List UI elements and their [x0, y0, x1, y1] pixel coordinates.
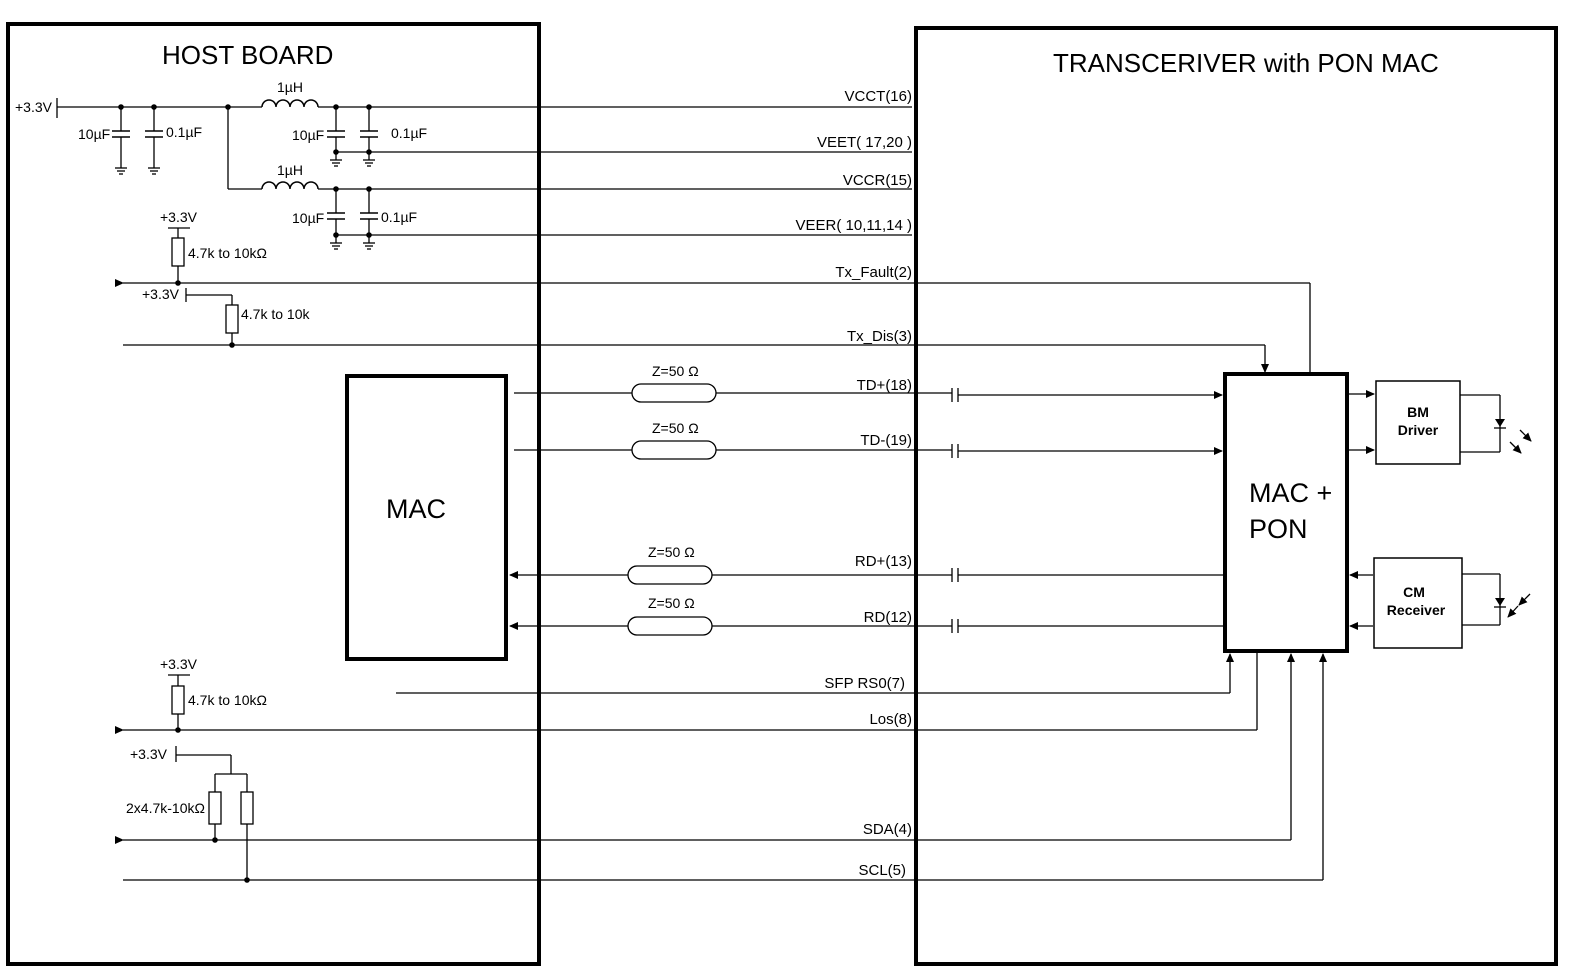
inductor-icon	[261, 99, 319, 108]
supply-rail-label: +3.3V	[15, 99, 53, 115]
cm-receiver-label-line2: Receiver	[1387, 602, 1446, 618]
signal-rs0: SFP RS0(7)	[824, 675, 905, 692]
inductor-icon	[261, 181, 319, 190]
bm-driver-block	[1375, 380, 1461, 465]
mac-label: MAC	[386, 494, 446, 524]
signal-veet: VEET( 17,20 )	[817, 134, 912, 151]
power-filter-network	[56, 98, 912, 250]
photodiode-icon	[1494, 593, 1531, 618]
signal-rd-plus: RD+(13)	[855, 553, 912, 570]
rs0-los-network	[115, 651, 1258, 734]
rx-data-lines	[509, 565, 1225, 636]
cap-bulk-label: 10µF	[78, 126, 110, 142]
signal-veer: VEER( 10,11,14 )	[796, 217, 912, 234]
i2c-pullup-rail: +3.3V	[130, 746, 168, 762]
td-plus-impedance: Z=50 Ω	[652, 363, 699, 379]
los-resistor-label: 4.7k to 10kΩ	[188, 692, 267, 708]
host-board-title: HOST BOARD	[162, 40, 333, 70]
transceiver-outline	[914, 26, 1558, 966]
signal-td-plus: TD+(18)	[857, 377, 912, 394]
tx-control-network	[115, 227, 1311, 373]
cap-bulk-label: 10µF	[292, 210, 324, 226]
bm-driver-label-line1: BM	[1407, 404, 1429, 420]
rd-minus-impedance: Z=50 Ω	[648, 595, 695, 611]
signal-td-minus: TD-(19)	[860, 432, 912, 449]
cm-receiver-links	[1349, 571, 1501, 630]
mac-block	[345, 374, 508, 661]
signal-los: Los(8)	[869, 711, 912, 728]
mac-pon-label-line2: PON	[1249, 514, 1308, 544]
signal-sda: SDA(4)	[863, 821, 912, 838]
txdis-pullup-rail: +3.3V	[142, 286, 180, 302]
signal-vcct: VCCT(16)	[844, 88, 912, 105]
tx-data-lines	[514, 383, 1223, 460]
bm-driver-label-line2: Driver	[1398, 422, 1439, 438]
txfault-resistor-label: 4.7k to 10kΩ	[188, 245, 267, 261]
signal-tx-dis: Tx_Dis(3)	[847, 328, 912, 345]
signal-scl: SCL(5)	[858, 862, 906, 879]
cap-bypass-label: 0.1µF	[381, 209, 417, 225]
transceiver-title: TRANSCERIVER with PON MAC	[1053, 48, 1439, 78]
los-pullup-rail: +3.3V	[160, 656, 198, 672]
cap-bulk-label: 10µF	[292, 127, 324, 143]
inductor-label: 1µH	[277, 162, 303, 178]
cm-receiver-block	[1373, 557, 1463, 649]
i2c-network	[115, 653, 1327, 883]
signal-tx-fault: Tx_Fault(2)	[835, 264, 912, 281]
rd-plus-impedance: Z=50 Ω	[648, 544, 695, 560]
mac-pon-block	[1223, 372, 1349, 653]
txdis-resistor-label: 4.7k to 10k	[241, 306, 310, 322]
mac-pon-label-line1: MAC +	[1249, 478, 1332, 508]
host-board-outline	[6, 22, 541, 966]
cap-bypass-label: 0.1µF	[166, 124, 202, 140]
signal-rd-minus: RD(12)	[864, 609, 912, 626]
i2c-resistor-label: 2x4.7k-10kΩ	[126, 800, 205, 816]
laser-diode-icon	[1494, 419, 1532, 454]
inductor-label: 1µH	[277, 79, 303, 95]
signal-vccr: VCCR(15)	[843, 172, 912, 189]
txfault-pullup-rail: +3.3V	[160, 209, 198, 225]
td-minus-impedance: Z=50 Ω	[652, 420, 699, 436]
cap-bypass-label: 0.1µF	[391, 125, 427, 141]
cm-receiver-label-line1: CM	[1403, 584, 1425, 600]
